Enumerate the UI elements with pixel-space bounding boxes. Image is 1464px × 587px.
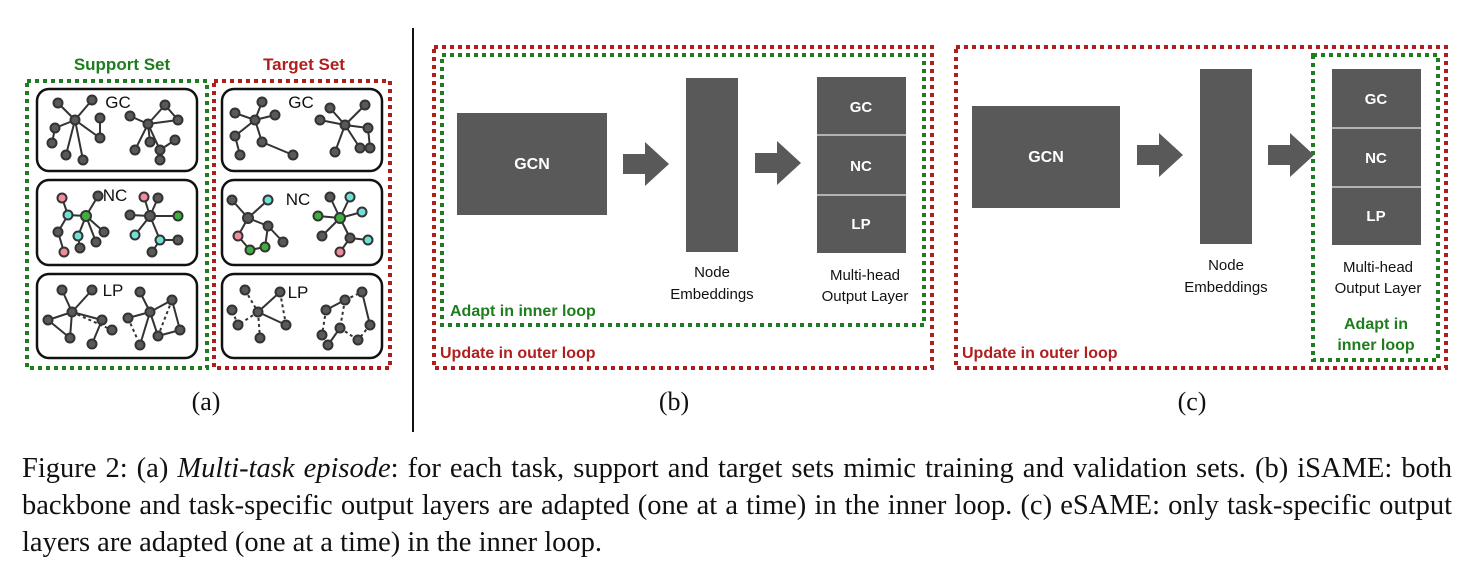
support-lp-box xyxy=(35,272,199,360)
inner-loop-label-c-1: Adapt in xyxy=(1344,316,1408,333)
support-lp-label: LP xyxy=(103,281,124,300)
support-set-box xyxy=(25,79,209,370)
outer-loop-label-c: Update in outer loop xyxy=(962,345,1118,362)
inner-loop-label-c-2: inner loop xyxy=(1337,337,1415,354)
output-layer-label-c-2: Output Layer xyxy=(1335,280,1422,297)
inner-loop-box-c xyxy=(1311,53,1440,362)
panel-a: Support Set Target Set GC NC LP GC NC LP xyxy=(25,55,392,416)
gcn-label-b: GCN xyxy=(514,156,550,173)
figure-canvas: Support Set Target Set GC NC LP GC NC LP xyxy=(25,28,1448,432)
target-nc-graphs xyxy=(226,191,374,258)
outer-loop-box-b xyxy=(432,45,934,370)
node-embeddings-block-c xyxy=(1200,69,1252,244)
support-lp-graphs xyxy=(42,284,186,351)
arrow-b1 xyxy=(623,142,669,186)
target-lp-label: LP xyxy=(288,283,309,302)
arrow-b2 xyxy=(755,141,801,185)
support-nc-box xyxy=(35,178,199,267)
panel-b-sublabel: (b) xyxy=(659,387,689,416)
inner-loop-label-b: Adapt in inner loop xyxy=(450,303,596,320)
support-nc-graphs xyxy=(52,190,184,258)
support-gc-graphs xyxy=(46,94,184,166)
output-layer-label-c-1: Multi-head xyxy=(1343,259,1413,276)
target-gc-graphs xyxy=(229,96,376,161)
target-set-label: Target Set xyxy=(263,55,345,74)
outer-loop-label-b: Update in outer loop xyxy=(440,345,596,362)
output-layer-block-c xyxy=(1332,69,1421,245)
target-nc-label: NC xyxy=(286,190,311,209)
figure-caption: Figure 2: (a) Multi-task episode: for ea… xyxy=(22,450,1452,561)
target-lp-box xyxy=(220,272,384,360)
arrow-c1 xyxy=(1137,133,1183,177)
target-set-box xyxy=(212,79,392,370)
panel-c: GCN GC NC LP Node Embeddings Multi-head … xyxy=(954,45,1448,416)
target-lp-graphs xyxy=(226,284,376,351)
inner-loop-box-b xyxy=(440,53,926,327)
head-nc-c: NC xyxy=(1365,150,1387,167)
head-gc-b: GC xyxy=(850,99,873,116)
target-gc-box xyxy=(220,87,384,173)
output-layer-label-b-1: Multi-head xyxy=(830,267,900,284)
gcn-block-b xyxy=(457,113,607,215)
head-gc-c: GC xyxy=(1365,91,1388,108)
node-embeddings-block-b xyxy=(686,78,738,252)
support-nc-label: NC xyxy=(103,186,128,205)
panel-c-sublabel: (c) xyxy=(1178,387,1207,416)
caption-prefix: Figure 2: (a) xyxy=(22,453,178,484)
panel-b: GCN GC NC LP Node Embeddings Multi-head … xyxy=(432,45,934,416)
support-gc-label: GC xyxy=(105,93,131,112)
panel-a-sublabel: (a) xyxy=(192,387,221,416)
support-set-label: Support Set xyxy=(74,55,171,74)
head-nc-b: NC xyxy=(850,158,872,175)
output-layer-block-b xyxy=(817,77,906,253)
outer-loop-box-c xyxy=(954,45,1448,370)
node-embeddings-label-c-1: Node xyxy=(1208,257,1244,274)
arrow-c2 xyxy=(1268,133,1314,177)
node-embeddings-label-b-2: Embeddings xyxy=(670,286,753,303)
head-lp-c: LP xyxy=(1366,208,1385,225)
node-embeddings-label-b-1: Node xyxy=(694,264,730,281)
support-gc-box xyxy=(35,87,199,173)
gcn-label-c: GCN xyxy=(1028,149,1064,166)
head-lp-b: LP xyxy=(851,216,870,233)
output-layer-label-b-2: Output Layer xyxy=(822,288,909,305)
caption-text: : for each task, support and target sets… xyxy=(22,453,1452,558)
caption-episode-term: Multi-task episode xyxy=(177,453,391,484)
target-gc-label: GC xyxy=(288,93,314,112)
target-nc-box xyxy=(220,178,384,267)
gcn-block-c xyxy=(972,106,1120,208)
node-embeddings-label-c-2: Embeddings xyxy=(1184,279,1267,296)
